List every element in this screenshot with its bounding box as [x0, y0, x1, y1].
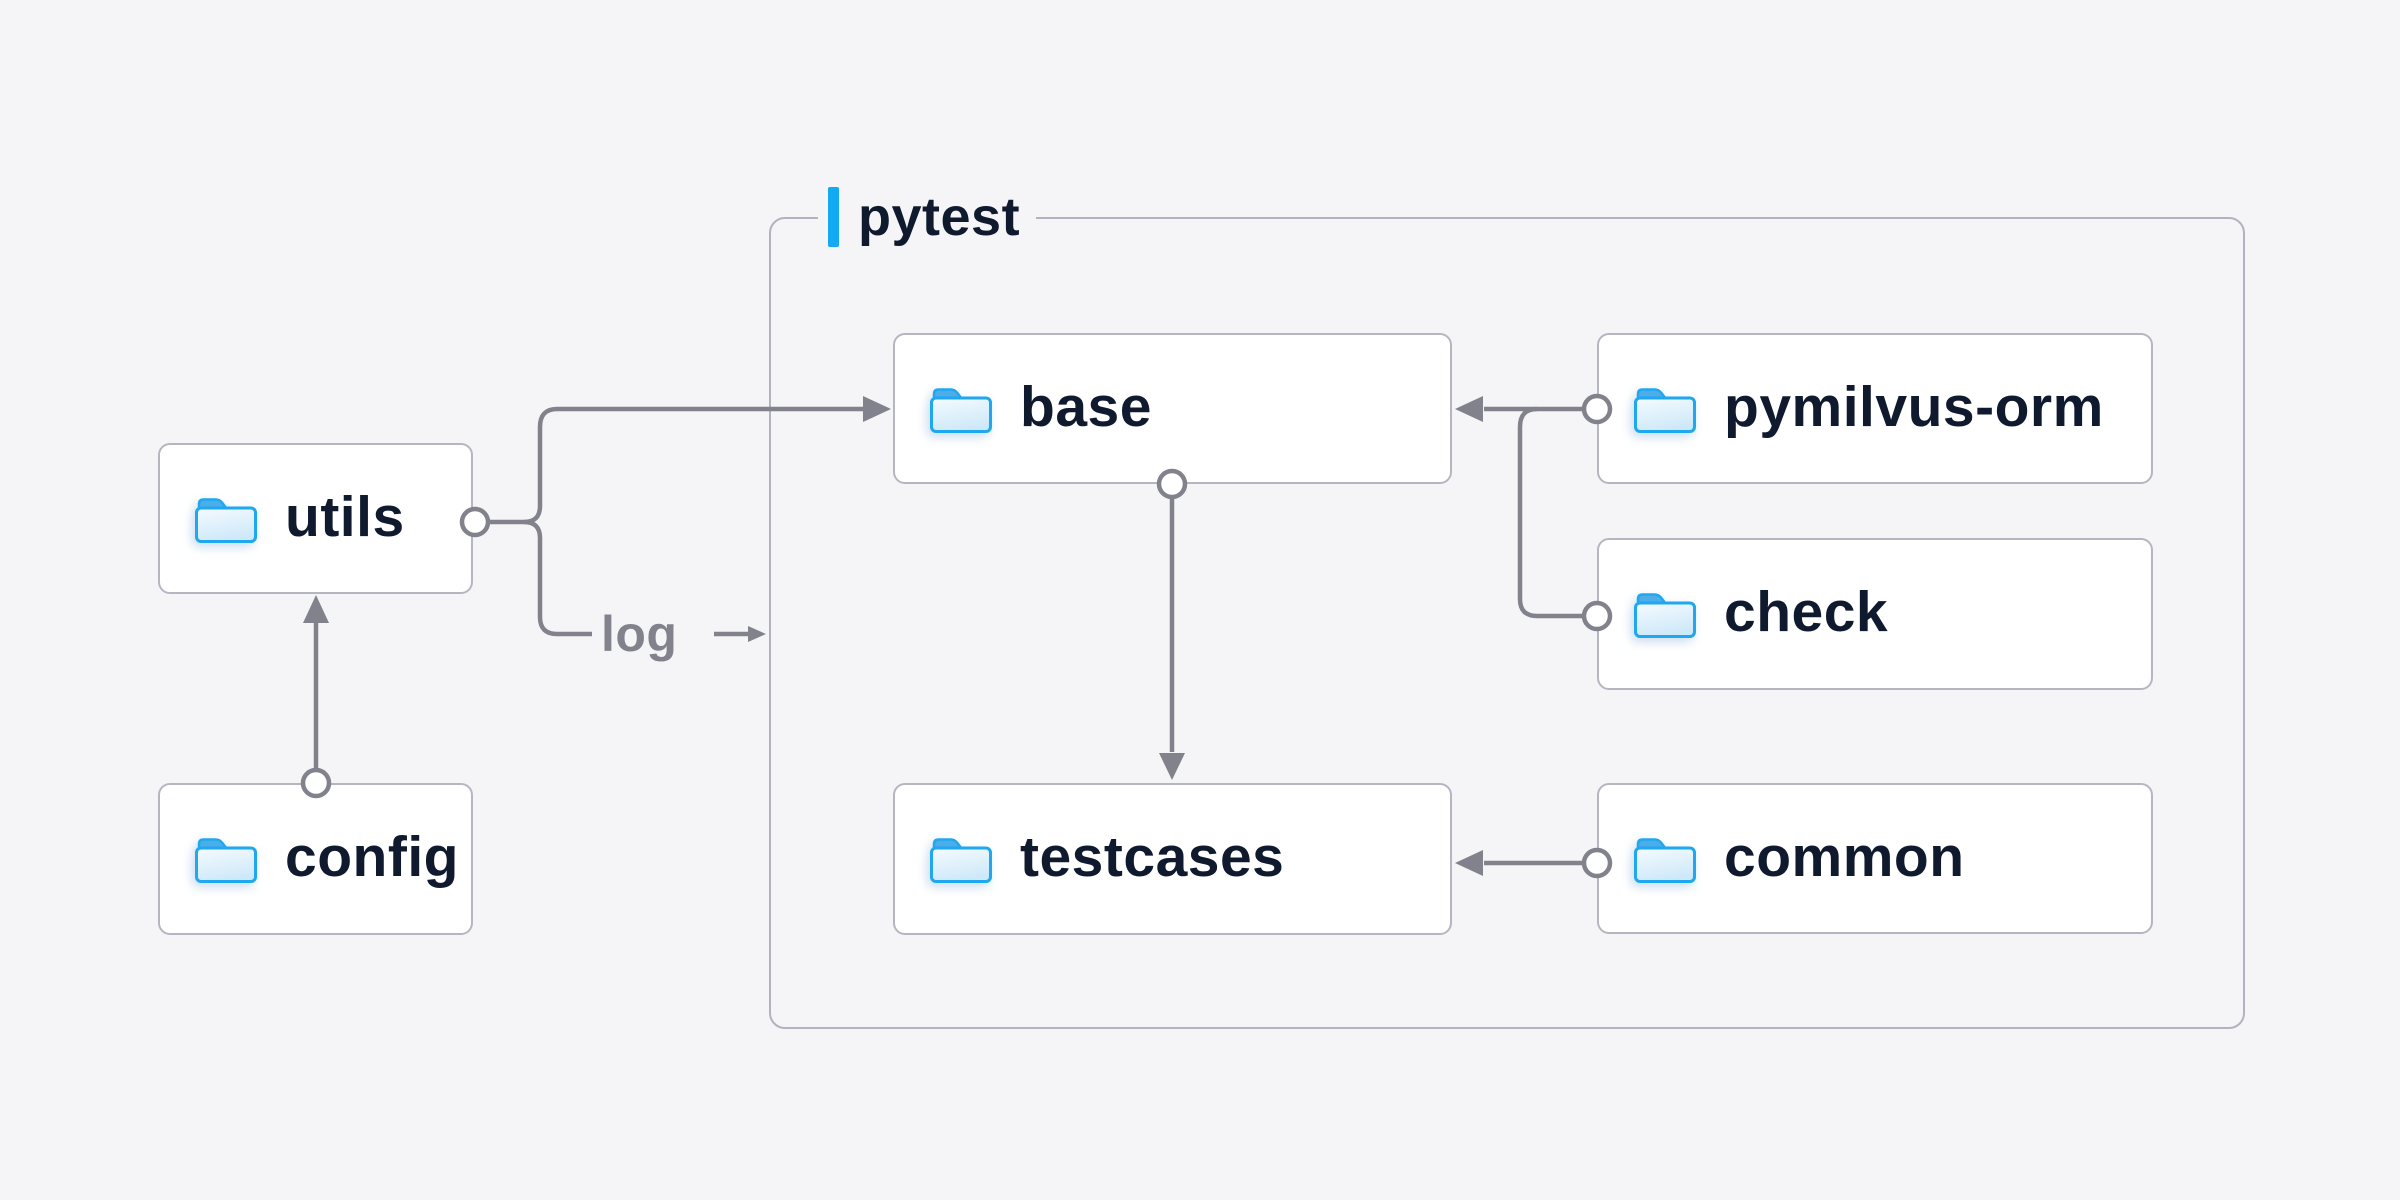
node-label: utils — [285, 484, 405, 549]
node-label: pymilvus-orm — [1724, 374, 2104, 439]
node-check: check — [1597, 538, 2153, 690]
folder-icon — [1634, 837, 1696, 883]
node-label: common — [1724, 824, 1965, 889]
node-utils: utils — [158, 443, 473, 594]
pytest-group-label: pytest — [818, 185, 1037, 249]
folder-icon — [195, 838, 257, 883]
edge-config-utils — [300, 595, 332, 799]
pytest-group-container: pytest — [769, 185, 2245, 1029]
node-base: base — [893, 333, 1452, 484]
folder-icon — [930, 387, 992, 433]
accent-bar — [828, 187, 839, 247]
edge-label-log: log — [601, 606, 678, 662]
node-config: config — [158, 783, 473, 935]
group-label-text: pytest — [858, 187, 1021, 247]
node-label: base — [1020, 374, 1152, 439]
node-pymilvus-orm: pymilvus-orm — [1597, 333, 2153, 484]
node-common: common — [1597, 783, 2153, 934]
folder-icon — [930, 838, 992, 883]
node-testcases: testcases — [893, 783, 1452, 935]
node-label: check — [1724, 580, 1889, 644]
folder-icon — [1634, 593, 1696, 638]
folder-icon — [1634, 387, 1696, 433]
folder-icon — [195, 497, 257, 543]
node-label: config — [285, 825, 459, 889]
node-label: testcases — [1020, 825, 1285, 889]
